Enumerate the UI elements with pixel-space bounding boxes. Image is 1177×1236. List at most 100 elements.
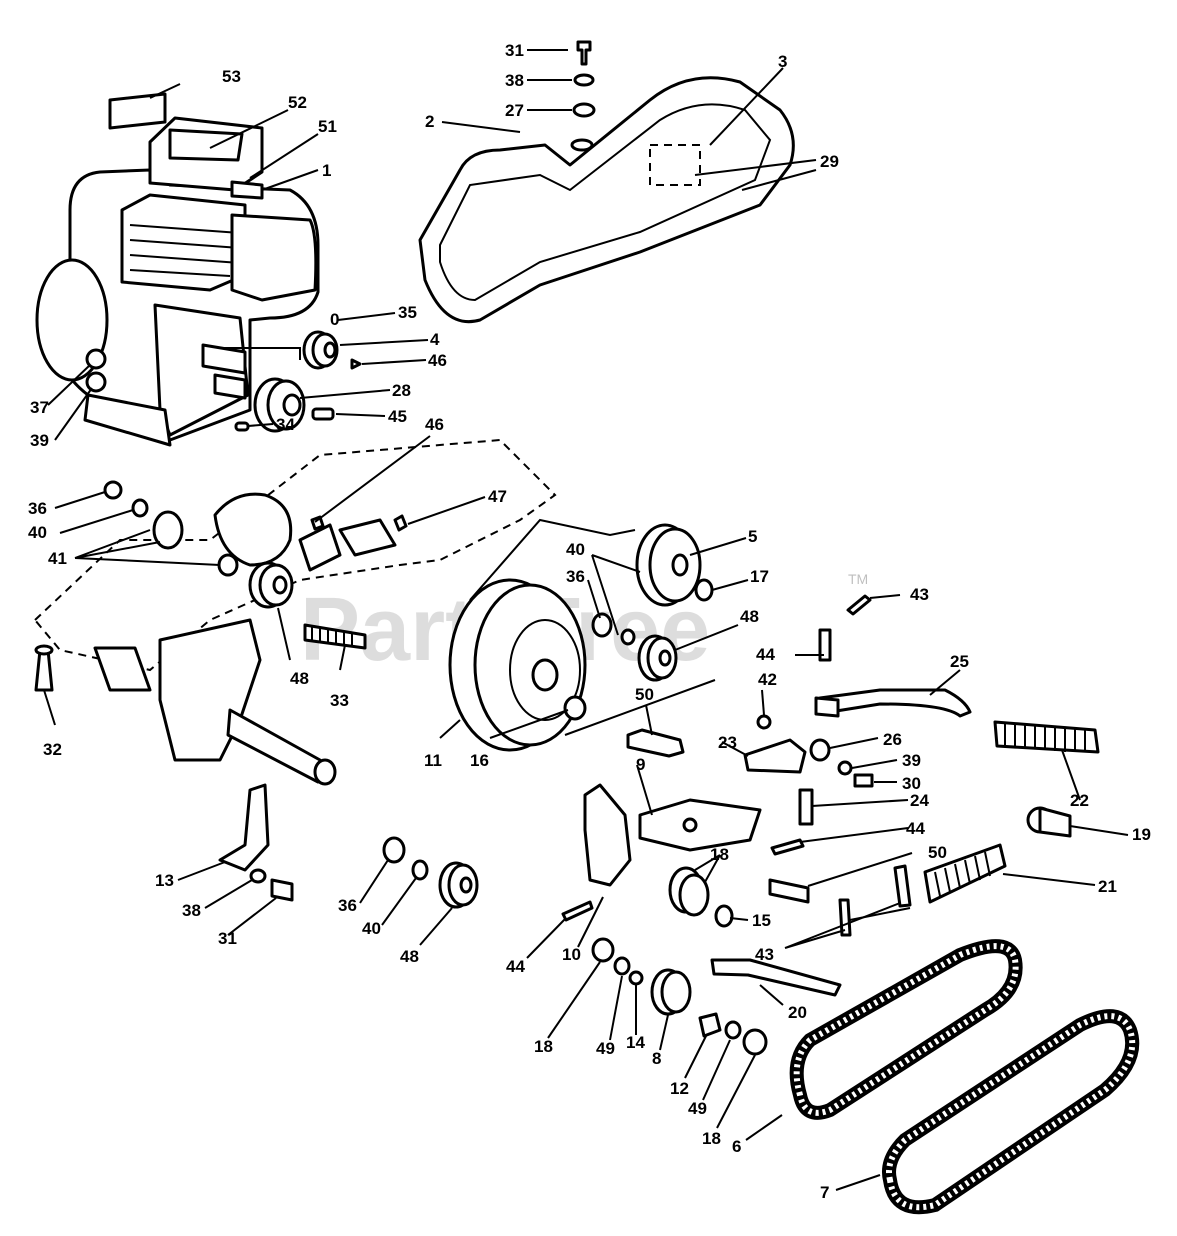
callout-36-mid: 36 [566,567,585,586]
part-46-key [350,358,362,370]
callout-12: 12 [670,1079,689,1098]
callout-9: 9 [636,755,645,774]
callout-47: 47 [488,487,507,506]
part-40-washer-mid [620,628,636,646]
part-32-bolt [34,648,54,692]
callout-43: 43 [910,585,929,604]
callout-29: 29 [820,152,839,171]
part-50-bolt-lower [768,878,810,904]
part-44-pin [770,838,805,856]
part-18-washer-lower [742,1028,768,1056]
callout-28: 28 [392,381,411,400]
callout-5: 5 [748,527,757,546]
engine [35,168,320,447]
decal-3-outline [649,144,701,186]
part-14-washer [628,970,644,986]
callout-2: 2 [425,112,434,131]
belts [789,939,1140,1215]
part-15-retainer [714,904,734,928]
callout-48-mid: 48 [740,607,759,626]
callout-50: 50 [635,685,654,704]
callout-6: 6 [732,1137,741,1156]
callout-10: 10 [562,945,581,964]
callout-41: 41 [48,549,67,568]
part-21-spring [923,843,1007,904]
part-39-washer-right [837,760,853,776]
callout-1: 1 [322,161,331,180]
control-linkage [710,594,1100,997]
idler-assembly [561,714,874,928]
callout-13: 13 [155,871,174,890]
part-30-bolt [853,773,874,788]
part-10-bracket [583,783,632,887]
callout-32: 32 [43,740,62,759]
callout-49: 49 [596,1039,615,1058]
callout-25: 25 [950,652,969,671]
callout-39: 39 [30,431,49,450]
callout-23: 23 [718,733,737,752]
part-23-plate [743,738,807,774]
part-31-bolt [576,40,592,66]
part-43-pins-lower [838,898,852,937]
callout-21: 21 [1098,877,1117,896]
callout-18-lower: 18 [534,1037,553,1056]
belt-guard [418,76,795,324]
part-44-pin-top [818,628,832,662]
engine-pulleys: 0 [220,310,362,433]
part-16-keeper [563,695,587,721]
engine-flywheel-housing [35,258,109,382]
part-20-rod [710,958,842,997]
part-40-washer-lower [411,859,429,881]
callout-48-left: 48 [290,669,309,688]
part-34-key [234,421,250,432]
part-26-spacer [809,738,831,762]
part-31-lower-bolt [270,878,294,902]
callout-26: 26 [883,730,902,749]
callout-44-lower: 44 [506,957,525,976]
part-41-spacers [152,510,184,550]
callout-44-right: 44 [906,819,925,838]
callout-18-bottom: 18 [702,1129,721,1148]
callout-7: 7 [820,1183,829,1202]
part-17-retainer [694,578,714,602]
part-24-pin [798,788,814,826]
part-25-rod [818,688,972,718]
part-43-pin-top [846,594,872,616]
callout-42: 42 [758,670,777,689]
callout-27: 27 [505,101,524,120]
callout-22: 22 [1070,791,1089,810]
callout-51: 51 [318,117,337,136]
part-36-nut [103,480,123,500]
callout-40-mid: 40 [566,540,585,559]
part-44-pin-lower [561,900,594,922]
part-13-bracket [218,783,270,872]
callout-46: 46 [428,351,447,370]
part-49-washer [613,956,631,976]
engine-base [83,393,172,447]
callout-3: 3 [778,52,787,71]
callout-53: 53 [222,67,241,86]
callout-38: 38 [505,71,524,90]
callout-33: 33 [330,691,349,710]
svg-text:0: 0 [330,310,339,329]
part-36-nut-lower [382,836,406,864]
part-38-lower-washer [249,868,267,884]
callout-40-lower: 40 [362,919,381,938]
callout-45: 45 [388,407,407,426]
part-51 [230,180,264,200]
callout-15: 15 [752,911,771,930]
callout-16: 16 [470,751,489,770]
part-39-washer [85,371,107,393]
part-49-washer-lower [724,1020,742,1040]
callout-labels: 53 52 51 1 31 38 27 2 3 29 35 4 46 28 45… [28,41,1151,1202]
callout-17: 17 [750,567,769,586]
decal-53 [108,92,167,130]
part-7-belt [882,1009,1140,1215]
callout-36-lower: 36 [338,896,357,915]
callout-48-lower: 48 [400,947,419,966]
main-pulleys [448,518,716,752]
callout-50-right: 50 [928,843,947,862]
callout-36: 36 [28,499,47,518]
part-42-washer [756,714,772,730]
leader-lines [43,49,1129,1191]
